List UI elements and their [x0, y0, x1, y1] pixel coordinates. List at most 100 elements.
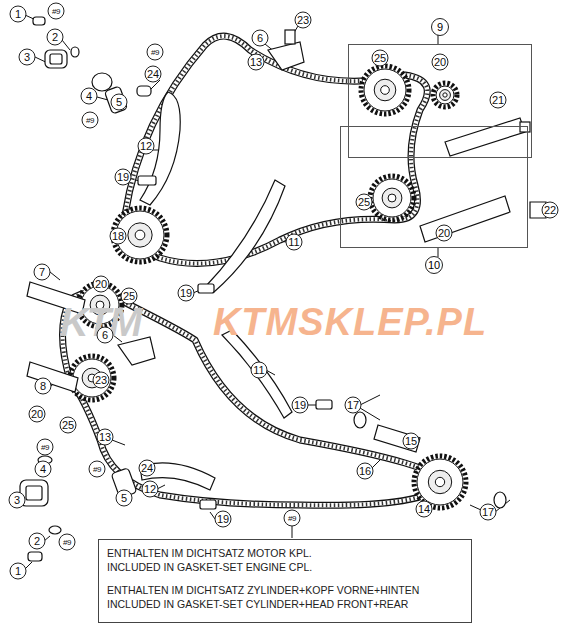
callout-number: 7: [34, 264, 51, 281]
drawing-ellipse: [92, 73, 112, 91]
callout-number: 11: [286, 234, 303, 251]
callout-number: 25: [60, 417, 77, 434]
drawing-rect: [520, 122, 530, 132]
drawing-circle: [374, 79, 396, 101]
callout-number: 6: [97, 327, 114, 344]
drawing-path: [125, 36, 427, 263]
drawing-circle: [428, 470, 451, 493]
drawing-circle: [128, 223, 152, 247]
drawing-rect: [285, 30, 295, 44]
callout-number: #9: [82, 112, 99, 129]
note-line: INCLUDED IN GASKET-SET CYLINDER+HEAD FRO…: [107, 597, 463, 611]
drawing-line: [112, 440, 125, 445]
drawing-ellipse: [71, 47, 79, 57]
drawing-circle: [435, 477, 444, 486]
watermark: KTMSKLEP.PL: [213, 301, 487, 344]
group-number: 9: [431, 18, 449, 36]
callout-number: 22: [542, 202, 559, 219]
drawing-circle: [381, 86, 390, 95]
drawing-rect: [316, 400, 332, 409]
callout-number: 19: [115, 169, 132, 186]
drawing-circle: [443, 93, 447, 97]
callout-number: 19: [215, 511, 232, 528]
callout-number: 15: [403, 433, 420, 450]
callout-number: 13: [97, 429, 114, 446]
callout-number: 2: [29, 533, 46, 550]
drawing-ellipse: [49, 526, 61, 534]
drawing-circle: [73, 359, 111, 397]
drawing-rect: [200, 500, 216, 509]
callout-number: 25: [372, 50, 389, 67]
callout-number: 3: [9, 492, 26, 509]
drawing-line: [360, 395, 380, 405]
drawing-rect: [137, 86, 151, 96]
drawing-ellipse: [354, 412, 366, 428]
drawing-rect: [138, 176, 156, 185]
drawing-ellipse: [494, 492, 506, 508]
callout-number: 2: [47, 29, 64, 46]
callout-number: 18: [110, 228, 127, 245]
callout-number: #9: [147, 44, 164, 61]
drawing-line: [372, 460, 380, 468]
drawing-rect: [50, 54, 62, 64]
drawing-circle: [364, 69, 406, 111]
callout-number: #9: [37, 439, 54, 456]
drawing-circle: [440, 90, 451, 101]
drawing-path: [125, 36, 427, 263]
callout-number: 17: [480, 504, 497, 521]
callout-number: 17: [345, 397, 362, 414]
drawing-path: [445, 118, 525, 156]
callout-number: #9: [48, 3, 65, 20]
callout-number: 3: [19, 49, 36, 66]
drawing-path: [222, 330, 292, 418]
callout-number: 21: [490, 92, 507, 109]
drawing-rect: [26, 486, 42, 500]
sprockets: [70, 66, 466, 508]
note-line: INCLUDED IN GASKET-SET ENGINE CPL.: [107, 560, 463, 574]
callout-number: 4: [35, 461, 52, 478]
drawing-circle: [373, 179, 411, 217]
callout-number: #9: [284, 510, 301, 527]
callout-number: 12: [142, 481, 159, 498]
callout-number: 20: [93, 276, 110, 293]
drawing-line: [292, 526, 293, 538]
parts: [20, 17, 546, 561]
callout-number: 20: [436, 225, 453, 242]
drawing-rect: [45, 50, 67, 68]
callout-number: 19: [292, 397, 309, 414]
drawing-rect: [33, 17, 45, 25]
note-box: ENTHALTEN IM DICHTSATZ MOTOR KPL.INCLUDE…: [98, 539, 472, 623]
callout-number: 16: [357, 463, 374, 480]
drawing-line: [62, 40, 70, 50]
drawing-rect: [198, 284, 214, 293]
part-group-box: 10: [340, 126, 528, 248]
callout-number: 23: [93, 372, 110, 389]
callout-number: #9: [89, 461, 106, 478]
callout-number: 25: [356, 194, 373, 211]
callout-number: 19: [178, 285, 195, 302]
drawing-rect: [28, 552, 42, 561]
callout-number: 1: [10, 6, 27, 23]
drawing-line: [50, 272, 60, 280]
drawing-circle: [388, 194, 396, 202]
callout-number: 24: [145, 66, 162, 83]
drawing-circle: [433, 83, 457, 107]
drawing-line: [438, 248, 439, 257]
callout-number: 20: [432, 54, 449, 71]
drawing-path: [268, 42, 304, 70]
callout-number: 5: [116, 490, 133, 507]
callout-number: 5: [111, 94, 128, 111]
drawing-circle: [417, 459, 463, 505]
drawing-rect: [104, 86, 127, 114]
drawing-path: [125, 36, 427, 263]
drawing-path: [420, 196, 510, 242]
callout-number: 8: [35, 378, 52, 395]
callout-number: #9: [59, 534, 76, 551]
callout-number: 12: [138, 138, 155, 155]
drawing-circle: [370, 176, 414, 220]
drawing-circle: [361, 66, 409, 114]
callout-number: 23: [295, 12, 312, 29]
group-number: 10: [425, 256, 443, 274]
leader-lines: [24, 15, 542, 569]
callout-number: 20: [29, 406, 46, 423]
